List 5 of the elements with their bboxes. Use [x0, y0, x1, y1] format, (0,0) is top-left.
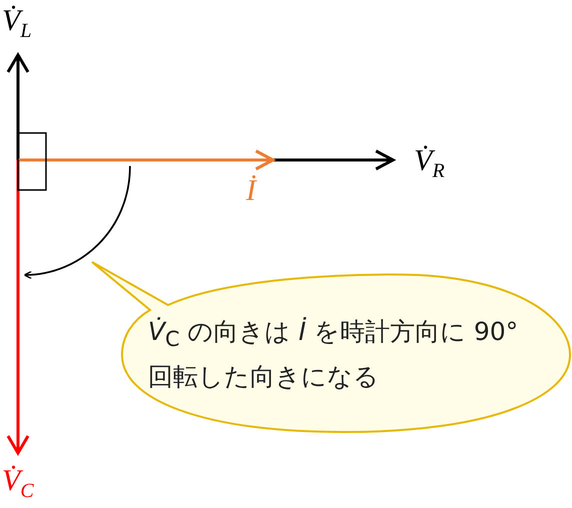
callout-text: V̇$_{C}$ の向きは İ を時計方向に 90°回転した向きになる	[148, 316, 520, 393]
phasor-label: V̇$_{L}$	[2, 6, 32, 41]
phasor-label: İ	[246, 176, 256, 206]
phasor-label: V̇$_{R}$	[414, 146, 445, 181]
phasor-label: V̇$_{C}$	[2, 466, 34, 501]
